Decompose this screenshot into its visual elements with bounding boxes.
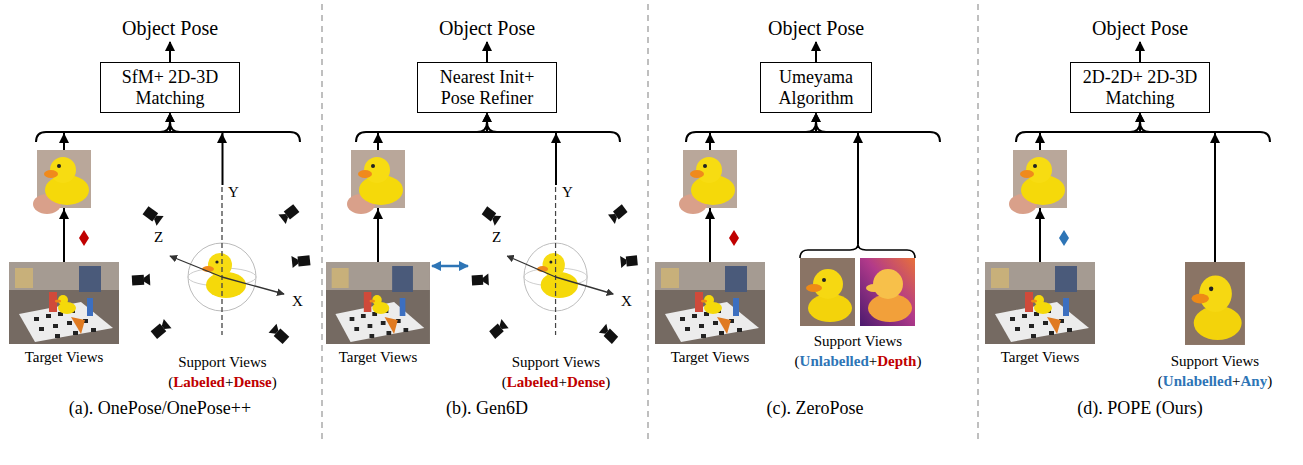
flow-arrow	[815, 42, 817, 62]
flow-arrow	[487, 113, 556, 185]
view-label: Target Views	[9, 348, 119, 368]
view-label: Support Views	[788, 332, 928, 352]
method-box: SfM+ 2D-3D Matching	[100, 62, 240, 113]
method-label: Nearest Init+ Pose Refiner	[424, 67, 550, 108]
view-sublabel: (Unlabelled+Any)	[1155, 372, 1275, 392]
view-label: Support Views	[1155, 352, 1275, 372]
method-label: SfM+ 2D-3D Matching	[107, 67, 233, 108]
view-group: Target Views	[985, 262, 1095, 368]
image-space	[1155, 262, 1275, 352]
view-group: Support Views(Unlabelled+Depth)	[788, 244, 928, 371]
image-space	[788, 244, 928, 332]
highlight-word: Depth	[877, 353, 916, 369]
image-space	[326, 262, 430, 348]
view-label: Support Views	[470, 353, 642, 373]
axis-letter: Y	[228, 184, 239, 201]
axis-letter: Z	[492, 229, 501, 246]
highlight-word: Unlabelled	[800, 353, 869, 369]
axis-letter: X	[292, 293, 303, 310]
view-group: Support Views(Labeled+Dense)	[470, 185, 642, 392]
output-label: Object Pose	[439, 17, 535, 40]
view-group: Target Views	[9, 262, 119, 368]
flow-arrow	[1139, 42, 1141, 62]
output-label: Object Pose	[1092, 17, 1188, 40]
image-space	[130, 185, 315, 353]
axis-letter: Y	[562, 184, 573, 201]
highlight-word: Labeled	[173, 374, 225, 390]
method-box: Umeyama Algorithm	[760, 62, 872, 113]
view-group: Target Views	[326, 262, 430, 368]
output-node: Object Pose	[436, 16, 538, 41]
view-label: Support Views	[130, 353, 315, 373]
axis-letter: Z	[154, 229, 163, 246]
panel-caption: (a). OnePose/OnePose++	[69, 398, 251, 419]
view-sublabel: (Labeled+Dense)	[130, 373, 315, 393]
view-sublabel: (Labeled+Dense)	[470, 373, 642, 393]
view-group: Support Views(Labeled+Dense)	[130, 185, 315, 392]
view-group: Support Views(Unlabelled+Any)	[1155, 262, 1275, 391]
view-label: Target Views	[326, 348, 430, 368]
view-label: Target Views	[985, 348, 1095, 368]
highlight-word: Dense	[233, 374, 271, 390]
flow-arrow	[486, 42, 488, 62]
highlight-word: Labeled	[507, 374, 559, 390]
panel-caption: (c). ZeroPose	[767, 398, 864, 419]
flow-arrow	[169, 42, 171, 62]
highlight-word: Any	[1240, 373, 1267, 389]
panel-caption: (d). POPE (Ours)	[1077, 398, 1203, 419]
image-space	[655, 262, 765, 348]
highlight-word: Dense	[567, 374, 605, 390]
output-label: Object Pose	[122, 17, 218, 40]
method-box: 2D-2D+ 2D-3D Matching	[1070, 62, 1210, 113]
panel-caption: (b). Gen6D	[446, 398, 528, 419]
method-label: 2D-2D+ 2D-3D Matching	[1077, 67, 1203, 108]
view-label: Target Views	[655, 348, 765, 368]
flow-arrow	[1140, 113, 1215, 262]
method-box: Nearest Init+ Pose Refiner	[417, 62, 557, 113]
output-node: Object Pose	[1089, 16, 1191, 41]
output-node: Object Pose	[765, 16, 867, 41]
output-node: Object Pose	[119, 16, 221, 41]
axis-letter: X	[621, 293, 632, 310]
output-label: Object Pose	[768, 17, 864, 40]
image-space	[470, 185, 642, 353]
view-sublabel: (Unlabelled+Depth)	[788, 352, 928, 372]
image-space	[985, 262, 1095, 348]
flow-arrow	[170, 113, 223, 185]
method-label: Umeyama Algorithm	[767, 67, 865, 108]
image-space	[9, 262, 119, 348]
view-group: Target Views	[655, 262, 765, 368]
double-arrow	[432, 265, 468, 268]
highlight-word: Unlabelled	[1163, 373, 1232, 389]
